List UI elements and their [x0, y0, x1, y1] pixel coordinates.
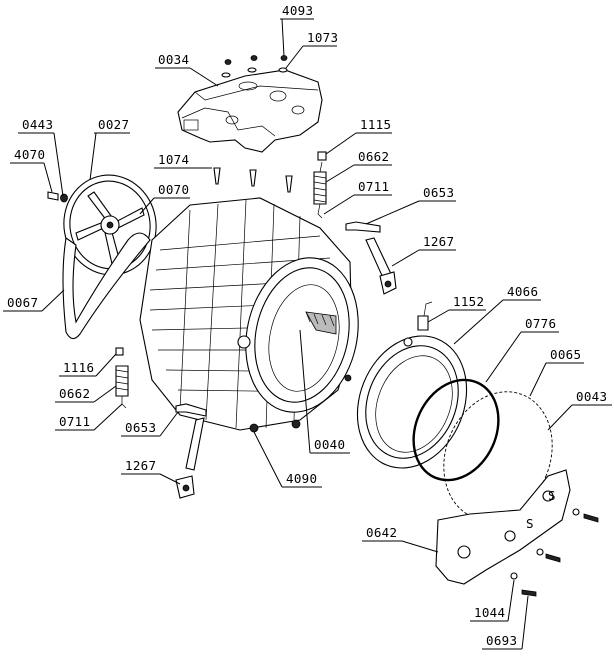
- label-0662-bottom: 0662: [55, 385, 117, 403]
- svg-text:4093: 4093: [282, 3, 313, 18]
- pulley-bolt-part: [47, 191, 68, 203]
- label-4070: 4070: [10, 147, 53, 193]
- svg-text:1267: 1267: [125, 458, 156, 473]
- svg-text:1115: 1115: [360, 117, 391, 132]
- label-1074: 1074: [154, 152, 212, 169]
- door-gasket-part: [356, 301, 468, 469]
- svg-text:0662: 0662: [358, 149, 389, 164]
- label-4093: 4093: [280, 3, 314, 57]
- label-0067: 0067: [3, 289, 65, 312]
- label-0693: 0693: [482, 595, 529, 650]
- label-0027: 0027: [89, 117, 130, 181]
- label-4066: 4066: [453, 284, 541, 345]
- label-0065: 0065: [529, 347, 584, 397]
- label-4090: 4090: [253, 431, 322, 488]
- label-0040: 0040: [299, 329, 350, 454]
- top-counterweight-part: [177, 69, 323, 153]
- front-bracket-part: S S: [435, 469, 571, 585]
- label-1073: 1073: [285, 30, 338, 69]
- label-0043: 0043: [547, 389, 612, 431]
- label-0653-bottom: 0653: [121, 411, 179, 437]
- svg-text:4090: 4090: [286, 471, 317, 486]
- label-0711-top: 0711: [323, 179, 392, 215]
- svg-text:0070: 0070: [158, 182, 189, 197]
- svg-text:S: S: [526, 516, 534, 531]
- label-0443: 0443: [18, 117, 64, 197]
- label-0034: 0034: [155, 52, 219, 87]
- label-1152: 1152: [427, 294, 486, 323]
- svg-text:1074: 1074: [158, 152, 189, 167]
- svg-text:0067: 0067: [7, 295, 38, 310]
- svg-text:0653: 0653: [423, 185, 454, 200]
- label-1044: 1044: [470, 579, 515, 622]
- svg-text:1267: 1267: [423, 234, 454, 249]
- label-0653-top: 0653: [365, 185, 456, 225]
- svg-text:4066: 4066: [507, 284, 538, 299]
- svg-text:0034: 0034: [158, 52, 189, 67]
- svg-text:0040: 0040: [314, 437, 345, 452]
- label-1267-bottom: 1267: [121, 458, 181, 485]
- svg-text:S: S: [548, 488, 556, 503]
- bottom-spring-part: [115, 347, 129, 409]
- label-0070: 0070: [139, 182, 190, 215]
- label-0642: 0642: [362, 525, 439, 553]
- svg-text:1152: 1152: [453, 294, 484, 309]
- svg-text:0711: 0711: [358, 179, 389, 194]
- svg-text:0443: 0443: [22, 117, 53, 132]
- label-1115: 1115: [325, 117, 392, 155]
- svg-text:0642: 0642: [366, 525, 397, 540]
- drum-tub-part: [139, 197, 359, 433]
- label-1116: 1116: [59, 353, 117, 377]
- svg-text:0065: 0065: [550, 347, 581, 362]
- drive-belt-part: [62, 232, 151, 340]
- label-0662-top: 0662: [325, 149, 392, 183]
- svg-text:0776: 0776: [525, 316, 556, 331]
- svg-text:1044: 1044: [474, 605, 505, 620]
- top-spring-part: [313, 151, 327, 219]
- svg-text:0662: 0662: [59, 386, 90, 401]
- label-0776: 0776: [485, 316, 559, 383]
- svg-text:0027: 0027: [98, 117, 129, 132]
- label-0711-bottom: 0711: [55, 403, 123, 431]
- svg-text:4070: 4070: [14, 147, 45, 162]
- svg-text:0653: 0653: [125, 420, 156, 435]
- clamp-ring-part: [412, 378, 500, 482]
- front-screws-part: [510, 508, 599, 597]
- bottom-damper-part: [175, 403, 207, 499]
- svg-text:0711: 0711: [59, 414, 90, 429]
- svg-text:0693: 0693: [486, 633, 517, 648]
- label-1267-top: 1267: [391, 234, 456, 267]
- svg-text:1116: 1116: [63, 360, 94, 375]
- svg-text:0043: 0043: [576, 389, 607, 404]
- screws-part: [213, 167, 293, 193]
- top-damper-part: [345, 221, 397, 295]
- top-nuts-part: [221, 55, 288, 78]
- svg-text:1073: 1073: [307, 30, 338, 45]
